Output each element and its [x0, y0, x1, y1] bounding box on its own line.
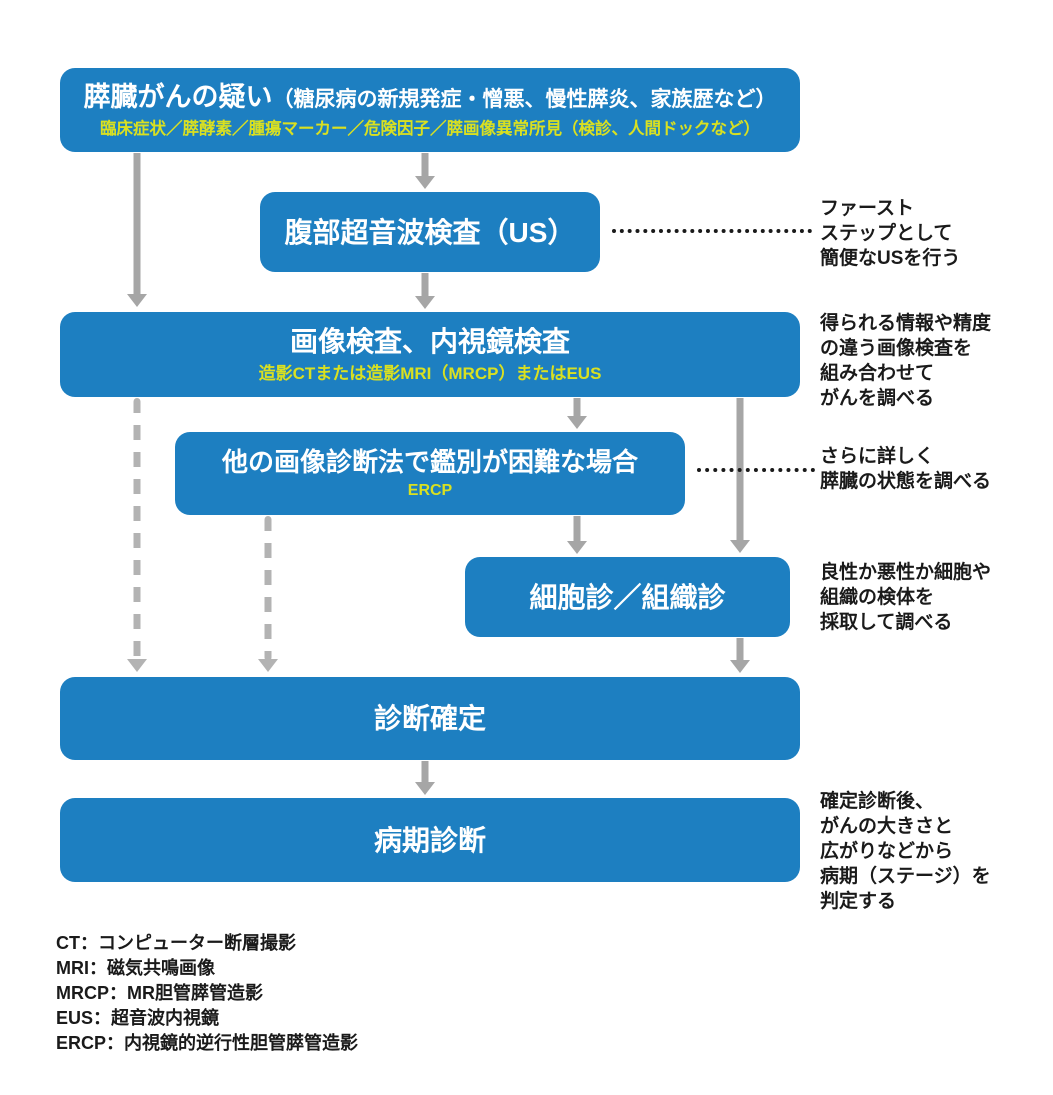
arrow-shaft: [421, 153, 429, 178]
annotation-cytology: 良性か悪性か細胞や 組織の検体を 採取して調べる: [820, 562, 992, 634]
arrow-suspicion-to-imaging: [127, 153, 147, 307]
flow-box-suspicion: 膵臓がんの疑い（糖尿病の新規発症・憎悪、慢性膵炎、家族歴など） 臨床症状／膵酵素…: [60, 68, 800, 152]
box-suspicion-subtitle: 臨床症状／膵酵素／腫瘍マーカー／危険因子／膵画像異常所見（検診、人間ドックなど）: [100, 119, 760, 138]
box-us-title: 腹部超音波検査（US）: [284, 216, 576, 248]
arrow-confirmed-to-staging: [415, 761, 435, 795]
box-staging-title: 病期診断: [373, 824, 486, 856]
arrow-down-icon: [415, 176, 435, 189]
arrow-suspicion-to-us: [415, 153, 435, 189]
arrow-down-icon: [127, 659, 147, 672]
arrow-cytology-to-confirmed: [730, 638, 750, 673]
arrow-imaging-to-cytology: [730, 398, 750, 553]
box-difficult-subtitle: ERCP: [407, 481, 453, 499]
arrow-shaft: [421, 273, 429, 298]
arrow-shaft: [133, 398, 141, 661]
arrow-shaft: [264, 516, 272, 661]
abbreviation-legend: CT：コンピューター断層撮影 MRI：磁気共鳴画像 MRCP：MR胆管膵管造影 …: [56, 931, 358, 1056]
dotted-leader-us-note: [612, 229, 812, 233]
box-cytology-title: 細胞診／組織診: [529, 581, 726, 613]
legend-item-mrcp: MRCP：MR胆管膵管造影: [56, 983, 263, 1003]
box-suspicion-title-main: 膵臓がんの疑い: [83, 81, 273, 112]
flow-box-cytology-histology: 細胞診／組織診: [465, 557, 790, 637]
arrow-us-to-imaging: [415, 273, 435, 309]
box-confirmed-title: 診断確定: [373, 703, 486, 734]
arrow-shaft: [573, 516, 581, 543]
arrow-down-icon: [730, 660, 750, 673]
box-imaging-title: 画像検査、内視鏡検査: [289, 326, 570, 358]
flow-box-difficult-differentiation: 他の画像診断法で鑑別が困難な場合 ERCP: [175, 432, 685, 515]
annotation-difficult: さらに詳しく 膵臓の状態を調べる: [820, 446, 992, 493]
arrow-down-icon: [730, 540, 750, 553]
box-suspicion-title: 膵臓がんの疑い（糖尿病の新規発症・憎悪、慢性膵炎、家族歴など）: [84, 81, 777, 115]
legend-item-eus: EUS：超音波内視鏡: [56, 1008, 220, 1028]
flow-box-abdominal-ultrasound: 腹部超音波検査（US）: [260, 192, 600, 272]
arrow-down-icon: [567, 416, 587, 429]
arrow-down-icon: [127, 294, 147, 307]
arrow-difficult-to-cytology: [567, 516, 587, 554]
arrow-dashed-imaging-to-confirmed: [127, 398, 147, 672]
arrow-shaft: [133, 153, 141, 296]
dotted-leader-difficult-note: [697, 468, 815, 472]
arrow-imaging-to-difficult: [567, 398, 587, 429]
arrow-down-icon: [415, 782, 435, 795]
annotation-staging: 確定診断後、 がんの大きさと 広がりなどから 病期（ステージ）を 判定する: [820, 791, 991, 913]
arrow-down-icon: [258, 659, 278, 672]
legend-item-mri: MRI：磁気共鳴画像: [56, 958, 215, 978]
arrow-down-icon: [415, 296, 435, 309]
flow-box-staging: 病期診断: [60, 798, 800, 882]
legend-item-ct: CT：コンピューター断層撮影: [56, 933, 296, 953]
box-difficult-title: 他の画像診断法で鑑別が困難な場合: [221, 447, 638, 478]
arrow-down-icon: [567, 541, 587, 554]
arrow-shaft: [421, 761, 429, 784]
arrow-shaft: [573, 398, 581, 418]
annotation-imaging: 得られる情報や精度 の違う画像検査を 組み合わせて がんを調べる: [820, 313, 992, 410]
box-suspicion-title-paren: （糖尿病の新規発症・憎悪、慢性膵炎、家族歴など）: [272, 87, 777, 111]
box-imaging-subtitle: 造影CTまたは造影MRI（MRCP）またはEUS: [258, 364, 602, 384]
arrow-shaft: [736, 638, 744, 662]
flow-box-imaging-endoscopy: 画像検査、内視鏡検査 造影CTまたは造影MRI（MRCP）またはEUS: [60, 312, 800, 397]
arrow-dashed-difficult-to-confirmed: [258, 516, 278, 672]
legend-item-ercp: ERCP：内視鏡的逆行性胆管膵管造影: [56, 1033, 359, 1053]
flow-box-diagnosis-confirmed: 診断確定: [60, 677, 800, 760]
annotation-us: ファースト ステップとして 簡便なUSを行う: [820, 198, 961, 270]
